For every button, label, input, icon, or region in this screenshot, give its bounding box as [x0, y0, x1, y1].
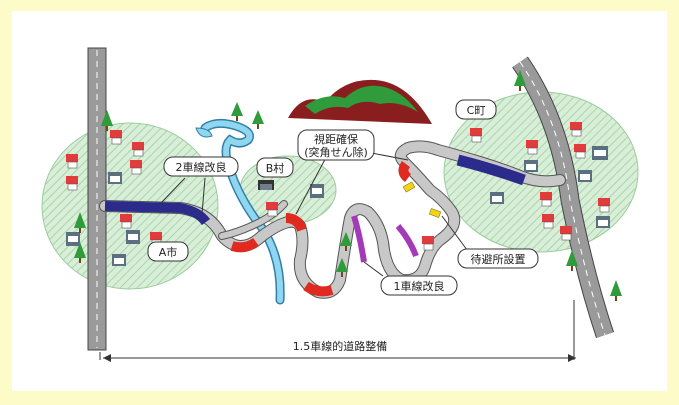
passing-place-2: [428, 208, 442, 218]
leader-one-lane: [363, 261, 384, 277]
house: [578, 170, 592, 182]
house: [66, 154, 78, 169]
house: [266, 202, 278, 217]
house: [258, 180, 274, 190]
house: [132, 142, 144, 157]
house: [526, 140, 538, 155]
sight-section-1: [230, 237, 259, 253]
house: [570, 122, 582, 137]
tree: [231, 102, 243, 121]
house: [470, 128, 482, 143]
house: [310, 184, 324, 198]
house: [66, 232, 80, 246]
arrow-right-icon: [568, 354, 576, 362]
house: [592, 146, 608, 160]
label-one-lane: 1車線改良: [380, 275, 458, 296]
label-city-a-text: A市: [159, 245, 178, 259]
label-passing: 待避所設置: [457, 248, 539, 269]
house: [110, 130, 122, 145]
mountain-forest: [305, 85, 418, 114]
one-lane-section-2: [395, 224, 419, 258]
pond: [195, 127, 213, 138]
house: [598, 198, 610, 213]
tree: [336, 258, 348, 277]
river: [202, 120, 284, 303]
label-two-lane-text: 2車線改良: [176, 160, 227, 174]
house: [130, 160, 142, 175]
label-sight-sub-text: (突角せん除): [304, 145, 368, 159]
passing-place-1: [402, 181, 416, 193]
label-town-c: C町: [455, 99, 497, 120]
houses: [66, 122, 610, 266]
tree: [340, 232, 352, 251]
house: [596, 216, 610, 228]
label-overall-text: 1.5車線的道路整備: [293, 339, 388, 353]
tree: [566, 250, 578, 271]
label-town-c-text: C町: [467, 104, 486, 117]
tree: [610, 280, 622, 301]
village-b-road: [219, 201, 287, 239]
leader-sight-1: [295, 149, 331, 215]
leader-passing: [441, 215, 471, 255]
label-city-a: A市: [147, 241, 189, 262]
label-sight-text: 視距確保: [314, 132, 358, 146]
highway-c-center-line: [519, 61, 606, 336]
label-one-lane-text: 1車線改良: [394, 279, 445, 293]
sight-section-2: [285, 213, 307, 232]
trees: [74, 70, 622, 301]
leader-two-lane-2: [201, 177, 206, 215]
label-two-lane: 2車線改良: [163, 156, 239, 177]
label-passing-text: 待避所設置: [471, 252, 526, 266]
sight-section-3: [303, 281, 334, 297]
house: [524, 160, 538, 172]
house: [542, 214, 554, 229]
tree: [514, 70, 526, 91]
arrow-left-icon: [103, 354, 111, 362]
two-lane-section-c: [456, 154, 526, 186]
label-sight: 視距確保 (突角せん除): [297, 129, 375, 161]
label-village-b: B村: [256, 157, 294, 178]
house: [66, 176, 78, 191]
house: [560, 226, 572, 241]
house: [490, 192, 504, 204]
house: [120, 214, 132, 229]
house: [112, 254, 126, 266]
tree: [74, 212, 86, 233]
house: [126, 230, 140, 244]
tree: [101, 110, 113, 131]
one-lane-section-1: [351, 215, 367, 263]
house: [540, 192, 552, 207]
label-village-b-text: B村: [266, 161, 285, 175]
two-lane-section-a: [104, 201, 211, 226]
house: [574, 144, 586, 159]
house: [422, 236, 434, 251]
leader-lines: [99, 149, 576, 360]
tree: [252, 110, 264, 129]
sight-section-4: [398, 161, 412, 182]
house: [108, 172, 122, 184]
tree: [74, 242, 86, 263]
leader-two-lane: [159, 177, 186, 205]
